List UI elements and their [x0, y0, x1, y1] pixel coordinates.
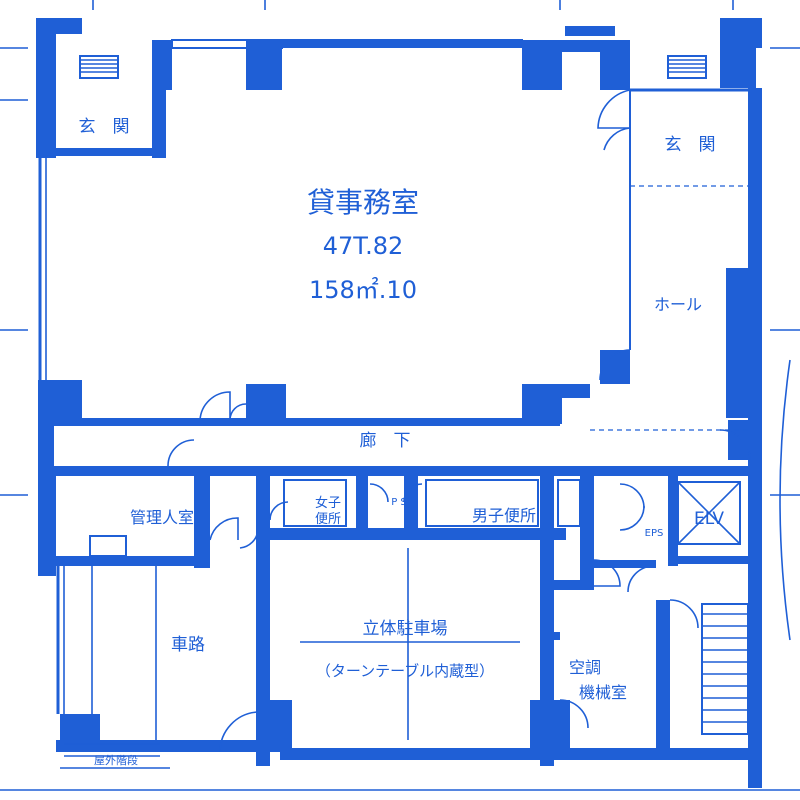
ps-label: P S [391, 497, 407, 508]
womens-toilet-label-1: 女子 [315, 495, 341, 511]
ac-room-label-1: 空調 [569, 658, 601, 677]
entrance-left-label: 玄 関 [79, 117, 130, 137]
office-label: 貸事務室 [307, 186, 419, 219]
thin-outlines [38, 39, 749, 769]
driveway-label: 車路 [171, 635, 205, 655]
outdoor-stairs-label: 屋外階段 [94, 753, 138, 767]
office-area-m2: 158㎡.10 [309, 276, 417, 304]
office-area-tsubo: 47T.82 [323, 232, 404, 260]
entrance-right-label: 玄 関 [665, 135, 716, 155]
parking-label-2: （ターンテーブル内蔵型） [316, 662, 494, 680]
hall-label: ホール [654, 295, 702, 314]
parking-label-1: 立体駐車場 [363, 619, 448, 639]
manager-room-label: 管理人室 [130, 508, 194, 527]
womens-toilet-label-2: 便所 [315, 512, 341, 527]
door-swings [167, 89, 751, 753]
interior-walls [48, 268, 758, 766]
corridor-label: 廊 下 [360, 431, 411, 451]
ac-room-label-2: 機械室 [579, 683, 627, 702]
mens-toilet-label: 男子便所 [472, 506, 536, 525]
eps-label: EPS [645, 528, 664, 539]
elevator-label: ELV [694, 509, 724, 529]
